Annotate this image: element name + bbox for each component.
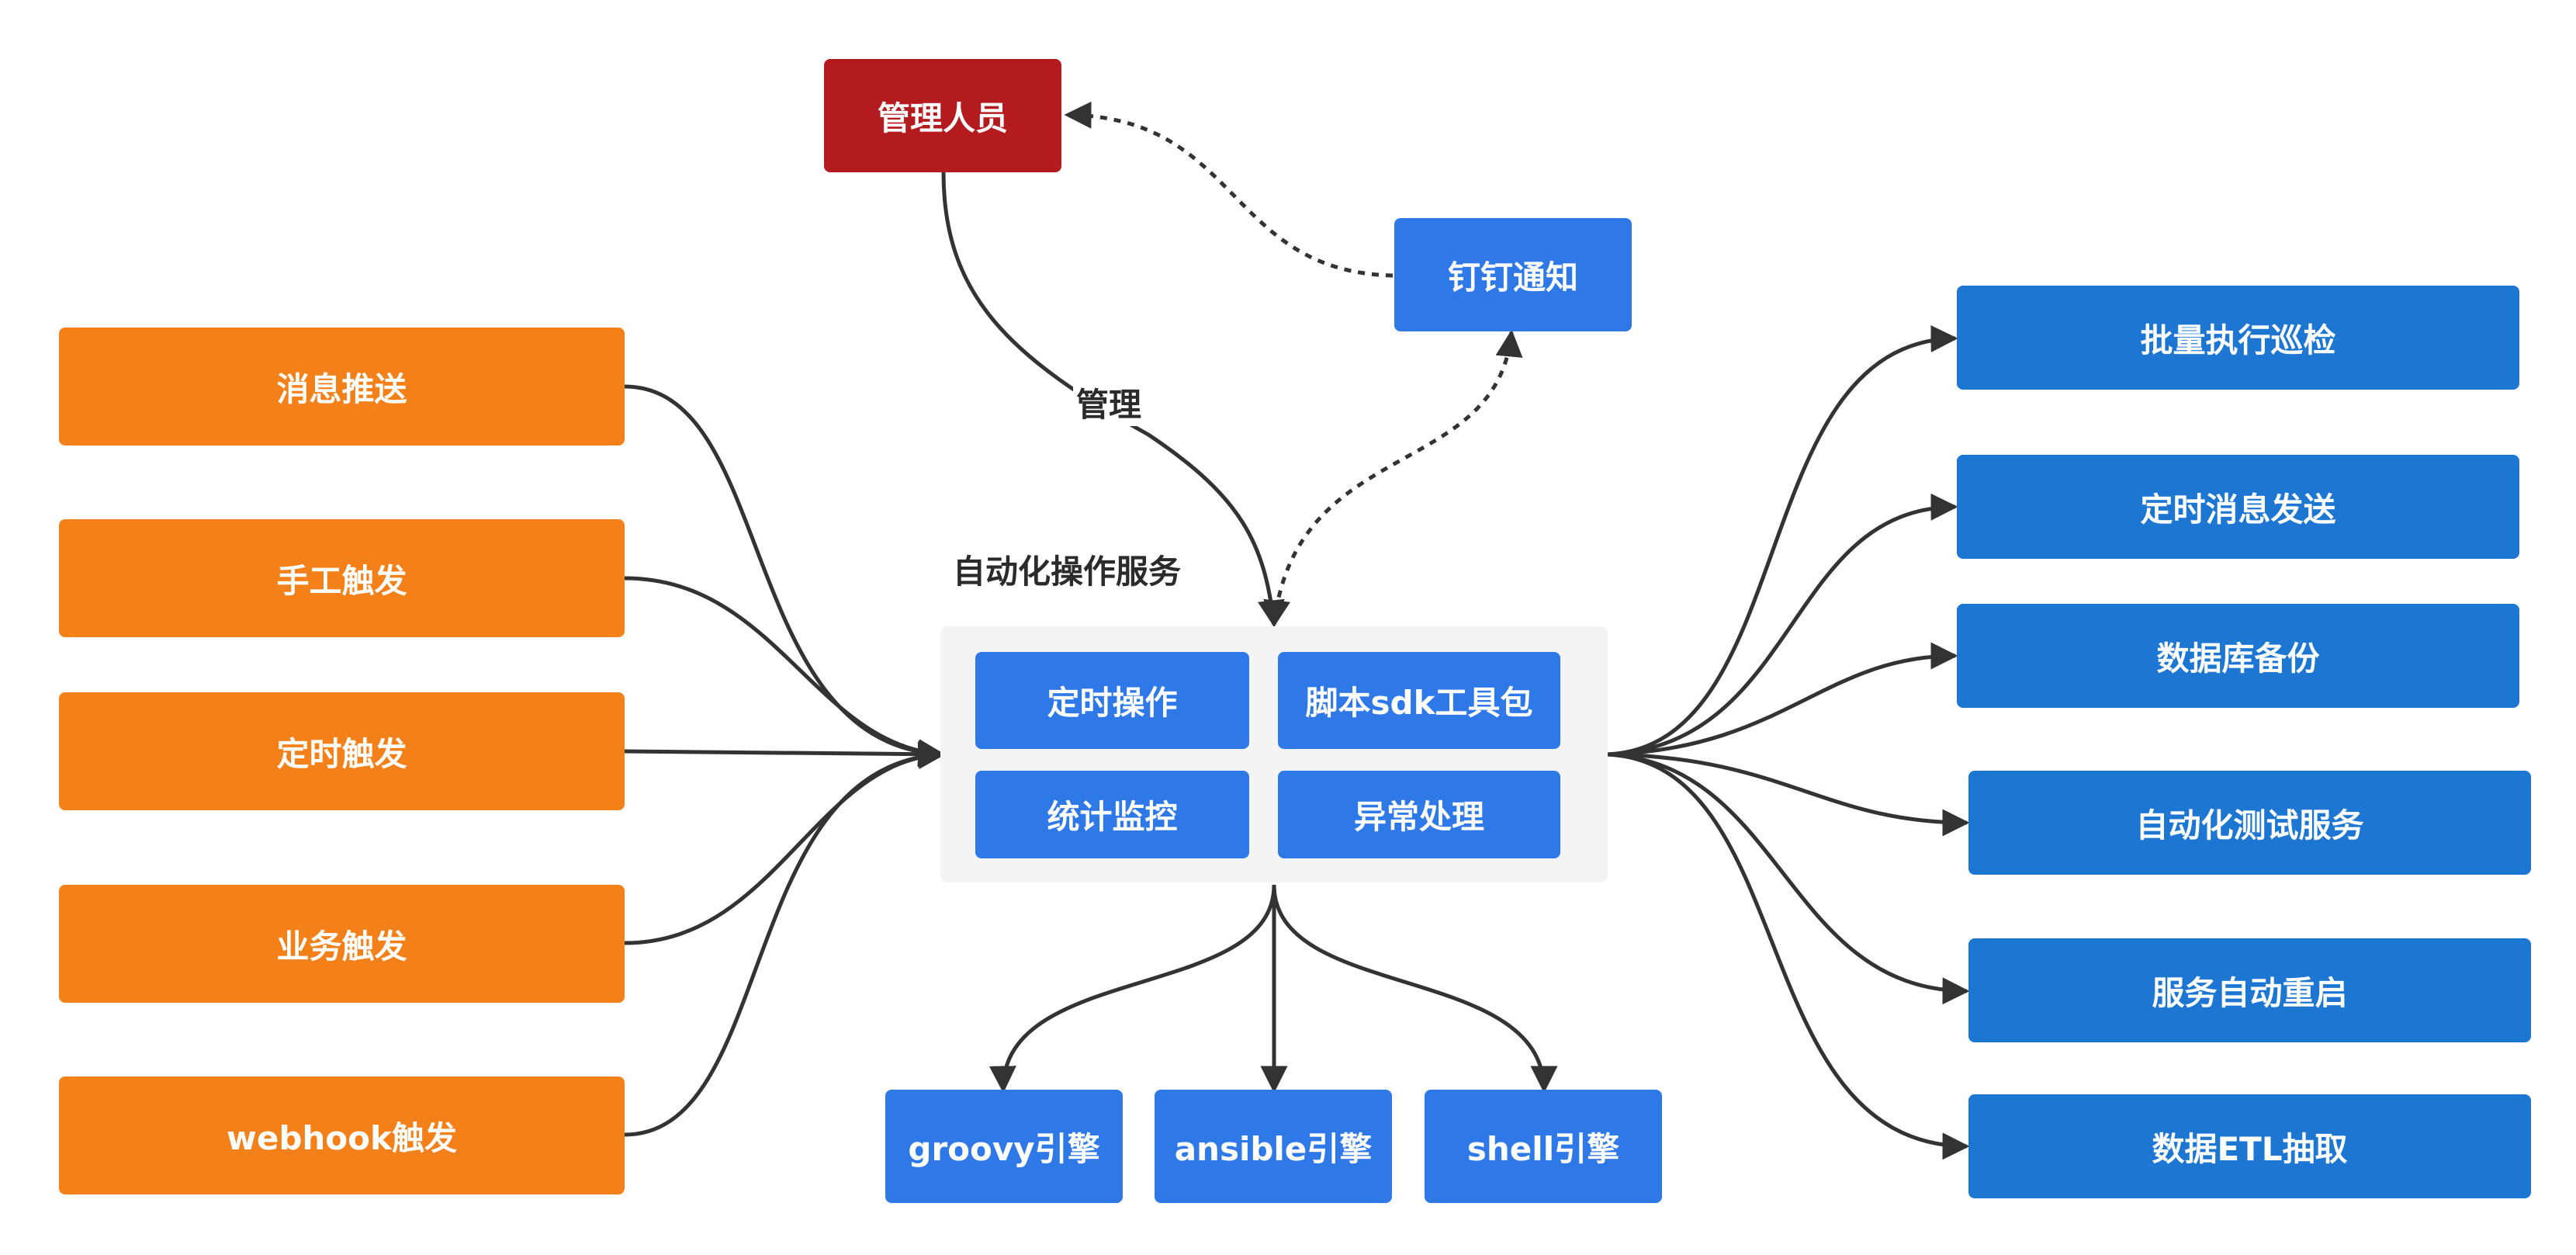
module-exception-handling[interactable]: 异常处理: [1278, 771, 1560, 858]
trigger-label: webhook触发: [227, 1118, 457, 1157]
edge-usecase-4: [1607, 752, 1970, 837]
edge-trigger-3: [624, 740, 946, 768]
module-label: 异常处理: [1353, 798, 1484, 836]
engine-label: groovy引擎: [908, 1129, 1100, 1168]
trigger-label: 业务触发: [276, 927, 407, 966]
trigger-label: 消息推送: [276, 369, 407, 408]
usecase-batch-inspection[interactable]: 批量执行巡检: [1957, 286, 2519, 390]
engine-label: ansible引擎: [1174, 1129, 1373, 1168]
usecase-label: 定时消息发送: [2140, 490, 2336, 529]
usecase-service-restart[interactable]: 服务自动重启: [1968, 938, 2531, 1042]
notify-label: 钉钉通知: [1447, 258, 1578, 296]
engine-groovy[interactable]: groovy引擎: [885, 1090, 1123, 1203]
module-label: 统计监控: [1047, 798, 1178, 836]
usecase-label: 自动化测试服务: [2135, 806, 2364, 844]
usecase-auto-testing[interactable]: 自动化测试服务: [1968, 771, 2531, 875]
usecase-label: 服务自动重启: [2152, 973, 2348, 1012]
edge-trigger-4: [624, 742, 946, 945]
edge-usecase-1: [1607, 325, 1958, 757]
edge-notify-admin: [1064, 101, 1394, 278]
admin-label: 管理人员: [877, 99, 1008, 137]
admin-node[interactable]: 管理人员: [824, 59, 1061, 172]
module-label: 定时操作: [1047, 684, 1178, 722]
usecase-label: 批量执行巡检: [2140, 321, 2336, 359]
trigger-label: 手工触发: [276, 561, 407, 600]
usecase-scheduled-message[interactable]: 定时消息发送: [1957, 455, 2519, 559]
edge-engine-1: [989, 884, 1276, 1094]
module-scheduled-ops[interactable]: 定时操作: [975, 652, 1249, 749]
edge-usecase-6: [1607, 752, 1970, 1160]
trigger-manual[interactable]: 手工触发: [59, 519, 625, 637]
trigger-webhook[interactable]: webhook触发: [59, 1076, 625, 1194]
service-title: 自动化操作服务: [953, 553, 1182, 591]
trigger-message-push[interactable]: 消息推送: [59, 328, 625, 445]
edge-trigger-5: [624, 742, 946, 1137]
edge-trigger-1: [624, 384, 946, 768]
engine-shell[interactable]: shell引擎: [1425, 1090, 1662, 1203]
usecase-db-backup[interactable]: 数据库备份: [1957, 604, 2519, 708]
usecase-label: 数据ETL抽取: [2152, 1129, 2348, 1168]
trigger-scheduled[interactable]: 定时触发: [59, 692, 625, 810]
edge-usecase-3: [1607, 642, 1958, 757]
trigger-label: 定时触发: [276, 734, 407, 773]
edge-usecase-2: [1607, 493, 1958, 757]
edge-trigger-2: [624, 576, 946, 767]
dingtalk-notify-node[interactable]: 钉钉通知: [1394, 218, 1632, 331]
module-script-sdk[interactable]: 脚本sdk工具包: [1278, 652, 1560, 749]
trigger-business[interactable]: 业务触发: [59, 885, 625, 1003]
module-stats-monitor[interactable]: 统计监控: [975, 771, 1249, 858]
manage-edge-label: 管理: [1073, 379, 1145, 426]
usecase-data-etl[interactable]: 数据ETL抽取: [1968, 1094, 2531, 1198]
usecase-label: 数据库备份: [2156, 639, 2320, 678]
edge-service-notify: [1263, 329, 1523, 628]
module-label: 脚本sdk工具包: [1305, 684, 1533, 722]
edge-usecase-5: [1607, 752, 1970, 1005]
edge-engine-3: [1272, 884, 1558, 1094]
engine-ansible[interactable]: ansible引擎: [1155, 1090, 1392, 1203]
engine-label: shell引擎: [1466, 1129, 1620, 1168]
